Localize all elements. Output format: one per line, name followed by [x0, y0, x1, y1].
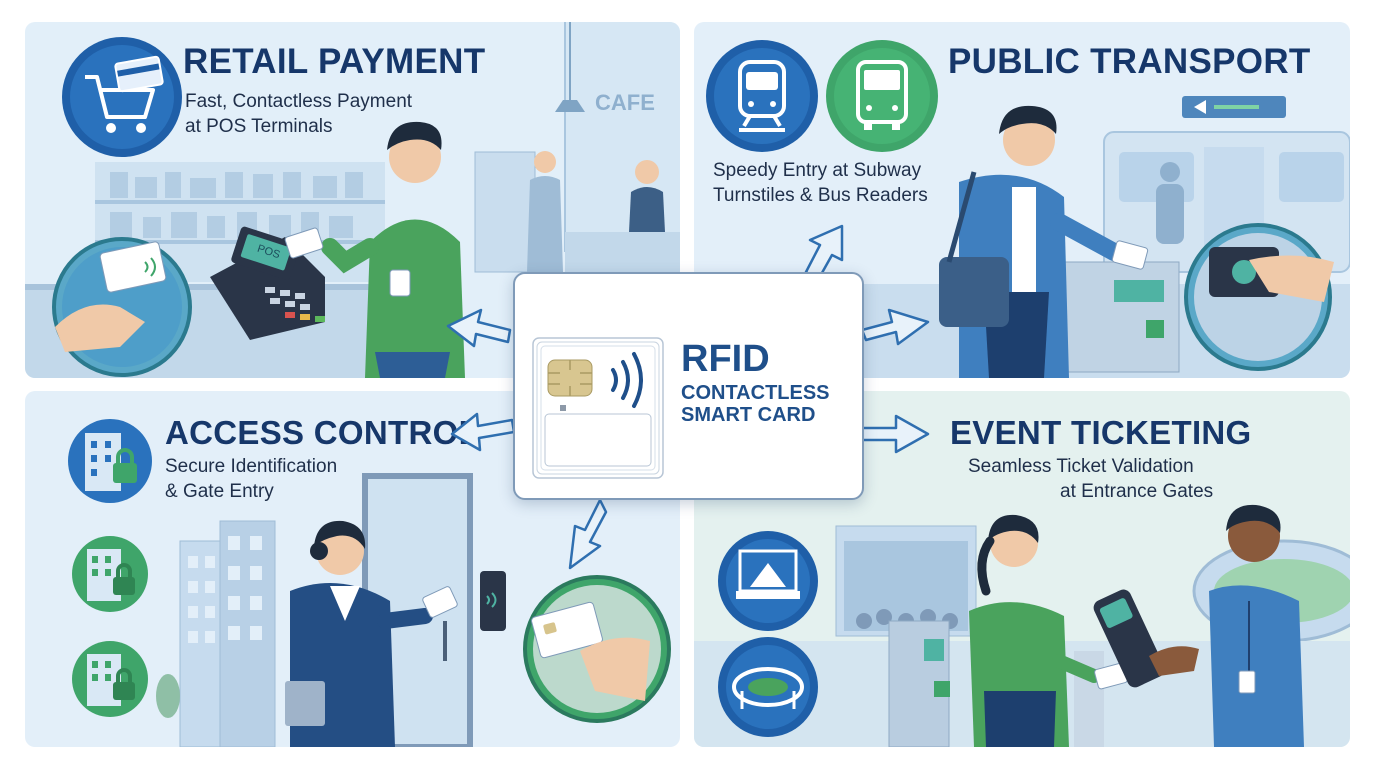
- access-scene-illustration: [68, 419, 671, 747]
- public-transport-subtitle-2: Turnstiles & Bus Readers: [713, 185, 928, 206]
- rfid-subtitle-line-1: CONTACTLESS: [681, 382, 830, 404]
- rfid-title: RFID: [681, 338, 770, 380]
- rfid-subtitle-line-2: SMART CARD: [681, 404, 816, 426]
- retail-payment-subtitle-1: Fast, Contactless Payment: [185, 91, 413, 112]
- public-transport-title: PUBLIC TRANSPORT: [948, 42, 1311, 81]
- event-scene-illustration: [694, 504, 1350, 747]
- smart-card-illustration: [532, 337, 664, 479]
- event-ticketing-subtitle-2: at Entrance Gates: [1060, 481, 1214, 502]
- panel-retail-payment: CAFE POS RETAIL PAYMENT Fast, Contactles…: [25, 22, 680, 378]
- retail-payment-title: RETAIL PAYMENT: [183, 42, 486, 81]
- retail-payment-subtitle-2: at POS Terminals: [185, 116, 333, 137]
- access-control-subtitle-2: & Gate Entry: [165, 481, 274, 502]
- event-ticketing-title: EVENT TICKETING: [950, 414, 1252, 451]
- event-ticketing-subtitle-1: Seamless Ticket Validation: [968, 456, 1194, 477]
- rfid-smart-card: RFID CONTACTLESS SMART CARD: [513, 272, 864, 500]
- panel-access-control: ACCESS CONTROL Secure Identification & G…: [25, 391, 680, 747]
- public-transport-subtitle-1: Speedy Entry at Subway: [713, 160, 922, 181]
- cafe-sign: CAFE: [595, 90, 655, 115]
- contactless-waves-icon: [611, 352, 643, 408]
- access-control-subtitle-1: Secure Identification: [165, 456, 338, 477]
- access-control-title: ACCESS CONTROL: [165, 414, 480, 451]
